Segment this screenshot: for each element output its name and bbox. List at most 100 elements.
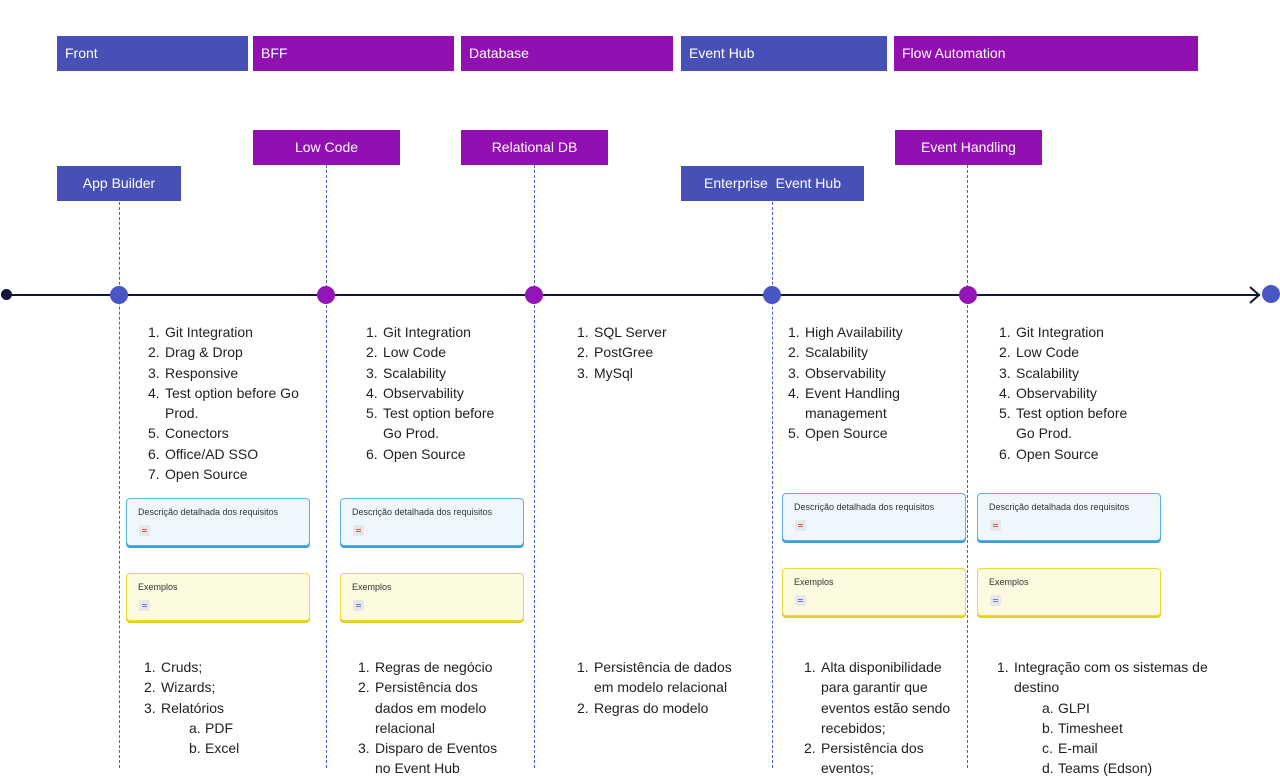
timeline-dot-event-handling	[959, 286, 977, 304]
card-examples-low-code[interactable]: Exemplos	[340, 573, 524, 621]
list-item: 6.Office/AD SSO	[148, 445, 259, 462]
sub-list: a.GLPI b.Timesheet c.E-mail d.Teams (Eds…	[1014, 698, 1227, 779]
list-item: 7.Open Source	[148, 466, 248, 483]
timeline-start-dot	[1, 289, 12, 300]
card-description-event-handling[interactable]: Descrição detalhada dos requisitos	[977, 493, 1161, 541]
connector-low-code	[326, 165, 327, 768]
card-title: Exemplos	[989, 577, 1029, 587]
timeline-dot-enterprise-event-hub	[763, 286, 781, 304]
list-item: b.Timesheet	[1042, 719, 1123, 736]
list-item: 2.Persistência dos dados em modelo relac…	[358, 679, 487, 736]
examples-event-handling: 1.Integração com os sistemas de destino …	[997, 657, 1227, 779]
list-item: 4.Observability	[366, 384, 464, 401]
requirements-event-handling: 1.Git Integration 2.Low Code 3.Scalabili…	[999, 322, 1149, 464]
list-item: 3.Responsive	[148, 364, 239, 381]
note-icon	[139, 525, 150, 536]
card-description-app-builder[interactable]: Descrição detalhada dos requisitos	[126, 498, 310, 546]
requirements-relational-db: 1.SQL Server 2.PostGree 3.MySql	[577, 322, 727, 383]
card-title: Exemplos	[794, 577, 834, 587]
list-item: 3.Disparo de Eventos no Event Hub	[358, 740, 498, 777]
category-front: Front	[57, 36, 248, 71]
list-item: 6.Open Source	[999, 445, 1099, 462]
milestone-relational-db: Relational DB	[461, 130, 608, 165]
connector-event-handling	[967, 165, 968, 768]
requirements-app-builder: 1.Git Integration 2.Drag & Drop 3.Respon…	[148, 322, 313, 484]
examples-low-code: 1.Regras de negócio 2.Persistência dos d…	[358, 657, 508, 779]
list-item: c.E-mail	[1042, 740, 1098, 757]
list-item: 1.Git Integration	[999, 324, 1104, 340]
milestone-low-code: Low Code	[253, 130, 400, 165]
list-item: 2.Low Code	[366, 344, 447, 361]
timeline-axis	[6, 294, 1260, 296]
note-icon	[990, 520, 1001, 531]
connector-relational-db	[534, 165, 535, 768]
list-item: 5.Conectors	[148, 425, 229, 442]
list-item: b.Excel	[189, 740, 240, 757]
list-item: 1.High Availability	[788, 324, 903, 340]
timeline-arrow-icon	[1249, 286, 1261, 304]
list-item: 5.Test option before Go Prod.	[366, 405, 495, 442]
note-icon	[353, 600, 364, 611]
timeline-end-dot	[1262, 285, 1280, 303]
list-item: 1.Regras de negócio	[358, 659, 493, 675]
list-item: 4.Observability	[999, 384, 1097, 401]
card-title: Exemplos	[352, 582, 392, 592]
list-item: 2.Drag & Drop	[148, 344, 243, 361]
note-icon	[795, 595, 806, 606]
card-title: Descrição detalhada dos requisitos	[794, 502, 935, 512]
list-item: 3.Scalability	[366, 364, 447, 381]
list-item: 1.Integração com os sistemas de destino …	[997, 657, 1227, 779]
list-item: 1.Cruds;	[144, 659, 203, 675]
note-icon	[990, 595, 1001, 606]
list-item: 1.Alta disponibilidade para garantir que…	[804, 659, 951, 736]
list-item: 1.Git Integration	[366, 324, 471, 340]
note-icon	[139, 600, 150, 611]
requirements-enterprise-event-hub: 1.High Availability 2.Scalability 3.Obse…	[788, 322, 928, 444]
list-item: 3.MySql	[577, 364, 633, 381]
list-item: 1.Git Integration	[148, 324, 253, 340]
category-event-hub: Event Hub	[681, 36, 887, 71]
examples-enterprise-event-hub: 1.Alta disponibilidade para garantir que…	[804, 657, 964, 779]
requirements-low-code: 1.Git Integration 2.Low Code 3.Scalabili…	[366, 322, 516, 464]
card-examples-app-builder[interactable]: Exemplos	[126, 573, 310, 621]
list-item: 4.Test option before Go Prod.	[148, 384, 299, 422]
sub-list: a.PDF b.Excel	[161, 718, 314, 759]
list-item: d.Teams (Edson)	[1042, 760, 1153, 777]
timeline-dot-low-code	[317, 286, 335, 304]
card-title: Exemplos	[138, 582, 178, 592]
list-item: 1.SQL Server	[577, 324, 667, 340]
card-description-enterprise-event-hub[interactable]: Descrição detalhada dos requisitos	[782, 493, 966, 541]
card-description-low-code[interactable]: Descrição detalhada dos requisitos	[340, 498, 524, 546]
list-item: 6.Open Source	[366, 445, 466, 462]
list-item: a.GLPI	[1042, 699, 1090, 716]
list-item: 4.Event Handling management	[788, 384, 900, 422]
list-item: 3.Relatórios a.PDF b.Excel	[144, 698, 314, 759]
list-item: a.PDF	[189, 719, 233, 736]
card-title: Descrição detalhada dos requisitos	[989, 502, 1130, 512]
category-bff: BFF	[253, 36, 454, 71]
connector-app-builder	[119, 202, 120, 768]
list-item: 2.PostGree	[577, 344, 654, 361]
milestone-enterprise-event-hub: Enterprise Event Hub	[681, 166, 864, 201]
card-title: Descrição detalhada dos requisitos	[352, 507, 493, 517]
list-item: 2.Persistência dos eventos;	[804, 740, 924, 777]
milestone-app-builder: App Builder	[57, 166, 181, 201]
timeline-dot-app-builder	[110, 286, 128, 304]
connector-enterprise-event-hub	[772, 202, 773, 768]
card-examples-event-handling[interactable]: Exemplos	[977, 568, 1161, 616]
category-flow-automation: Flow Automation	[894, 36, 1198, 71]
list-item: 3.Scalability	[999, 364, 1080, 381]
timeline-dot-relational-db	[525, 286, 543, 304]
card-title: Descrição detalhada dos requisitos	[138, 507, 279, 517]
category-database: Database	[461, 36, 673, 71]
list-item: 2.Scalability	[788, 344, 869, 361]
examples-app-builder: 1.Cruds; 2.Wizards; 3.Relatórios a.PDF b…	[144, 657, 314, 758]
milestone-event-handling: Event Handling	[895, 130, 1042, 165]
list-item: 3.Observability	[788, 364, 886, 381]
examples-relational-db: 1.Persistência de dados em modelo relaci…	[577, 657, 745, 718]
list-item: 1.Persistência de dados em modelo relaci…	[577, 659, 732, 696]
note-icon	[353, 525, 364, 536]
list-item: 5.Test option before Go Prod.	[999, 405, 1128, 442]
list-item: 2.Low Code	[999, 344, 1080, 361]
card-examples-enterprise-event-hub[interactable]: Exemplos	[782, 568, 966, 616]
